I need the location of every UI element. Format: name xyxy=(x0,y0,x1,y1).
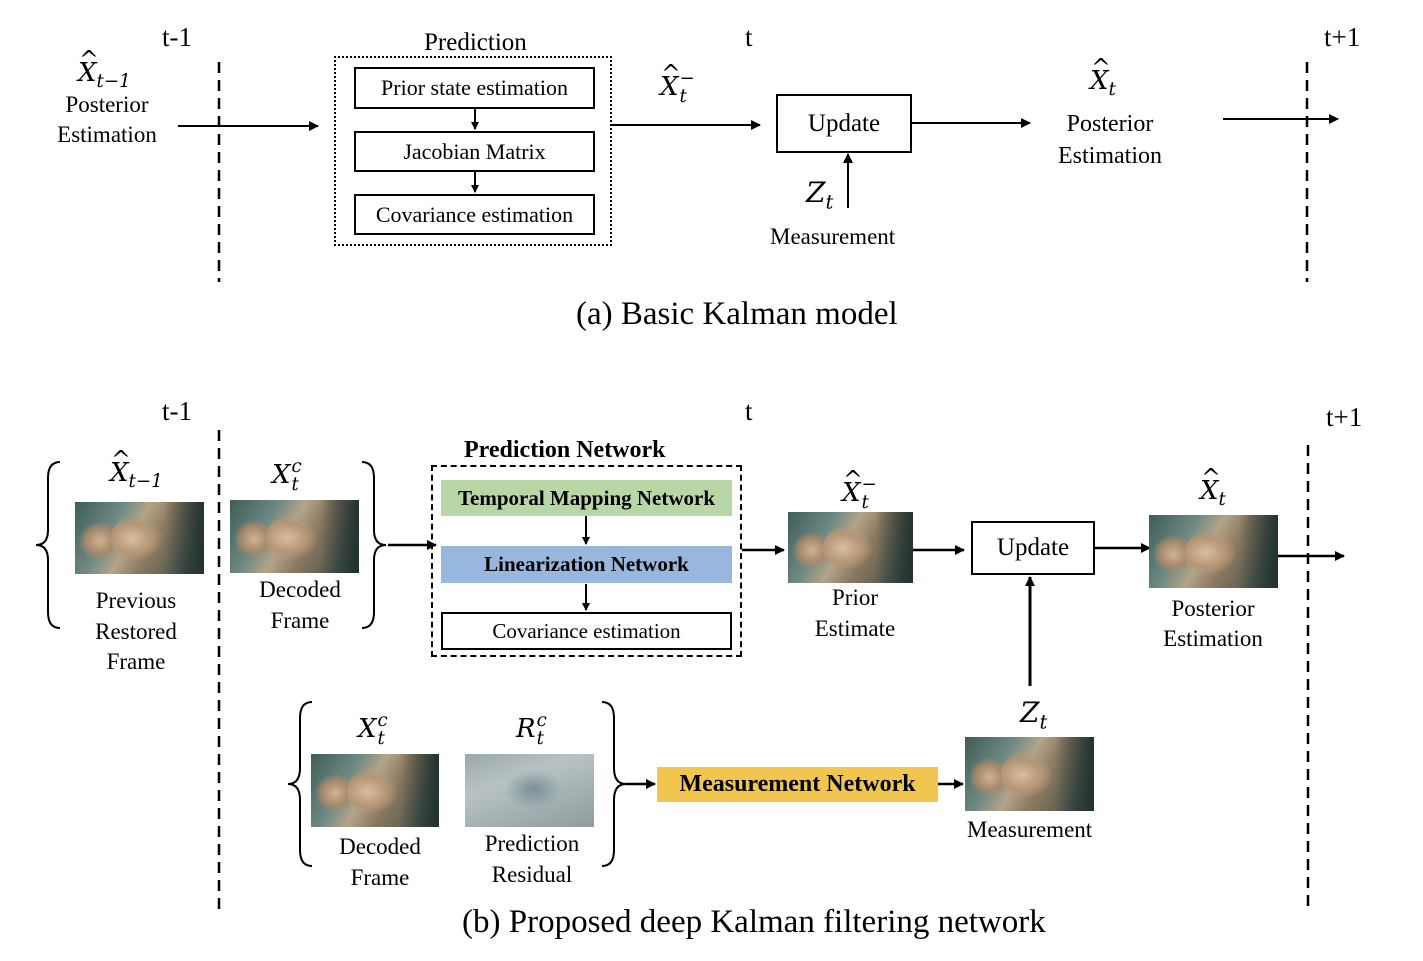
jacobian-box: Jacobian Matrix xyxy=(354,131,595,172)
symbol-x-hat-t-minus-1-b: Xt−1 xyxy=(110,445,163,492)
brace-right-meas xyxy=(601,701,627,867)
symbol-z-t-b: Zt xyxy=(1020,696,1048,734)
linearization-label: Linearization Network xyxy=(484,552,689,576)
time-label-b-t-plus-1: t+1 xyxy=(1326,402,1363,432)
covariance-label-b: Covariance estimation xyxy=(492,618,681,643)
prior-estimate-image xyxy=(788,512,913,583)
time-label-t-minus-1: t-1 xyxy=(162,22,192,52)
measurement-label: Measurement xyxy=(770,224,896,249)
symbol-x-hat-t-minus-1: Xt−1 xyxy=(78,45,131,92)
jacobian-label: Jacobian Matrix xyxy=(403,138,546,164)
input-posterior-label: Posterior Estimation xyxy=(57,92,157,147)
prediction-title: Prediction xyxy=(424,29,527,56)
prior-estimate-label: Prior Estimate xyxy=(814,585,896,641)
measurement-network-box: Measurement Network xyxy=(657,767,938,802)
time-label-b-t-minus-1: t-1 xyxy=(162,396,192,426)
symbol-x-hat-t: Xt xyxy=(1090,53,1116,100)
symbol-z-t: Zt xyxy=(806,176,834,214)
decoded-frame-image xyxy=(230,500,359,573)
update-label-b: Update xyxy=(996,534,1070,561)
prior-state-box: Prior state estimation xyxy=(354,67,595,109)
time-label-t-plus-1: t+1 xyxy=(1324,22,1361,52)
measurement-network-label: Measurement Network xyxy=(679,771,916,797)
posterior-image xyxy=(1149,515,1278,588)
brace-left-prev xyxy=(35,461,61,629)
caption-a: (a) Basic Kalman model xyxy=(576,296,898,332)
update-box: Update xyxy=(776,94,912,153)
update-box-b: Update xyxy=(971,521,1095,575)
covariance-label: Covariance estimation xyxy=(375,201,574,227)
covariance-box-b: Covariance estimation xyxy=(441,612,732,650)
time-label-b-t: t xyxy=(745,396,753,426)
covariance-box: Covariance estimation xyxy=(354,194,595,235)
output-posterior-label: Posterior Estimation xyxy=(1058,111,1162,170)
brace-left-meas xyxy=(287,701,313,867)
brace-right-prev xyxy=(361,461,387,629)
previous-frame-image xyxy=(75,502,204,574)
caption-b: (b) Proposed deep Kalman filtering netwo… xyxy=(462,904,1046,940)
decoded-frame-label: Decoded Frame xyxy=(259,577,341,633)
posterior-label: Posterior Estimation xyxy=(1163,596,1263,651)
linearization-box: Linearization Network xyxy=(441,546,732,583)
decoded-frame2-label: Decoded Frame xyxy=(339,834,421,890)
measurement-image xyxy=(965,737,1094,811)
prediction-network-group xyxy=(431,465,742,657)
previous-frame-label: Previous Restored Frame xyxy=(95,588,177,675)
symbol-x-hat-t-minus-b: X−t xyxy=(842,465,877,512)
prediction-residual-label: Prediction Residual xyxy=(484,831,580,887)
measurement-label-b: Measurement xyxy=(967,817,1093,842)
time-label-t: t xyxy=(745,22,753,52)
symbol-x-hat-t-minus: X−t xyxy=(660,59,695,106)
prediction-group xyxy=(334,56,612,246)
prediction-residual-image xyxy=(465,754,594,827)
decoded-frame2-image xyxy=(311,754,439,827)
symbol-x-hat-t-b: Xt xyxy=(1200,463,1226,510)
temporal-mapping-label: Temporal Mapping Network xyxy=(457,485,716,510)
prior-state-label: Prior state estimation xyxy=(381,75,568,100)
prediction-network-title: Prediction Network xyxy=(464,437,666,463)
update-label: Update xyxy=(807,109,881,137)
temporal-mapping-box: Temporal Mapping Network xyxy=(441,480,732,516)
